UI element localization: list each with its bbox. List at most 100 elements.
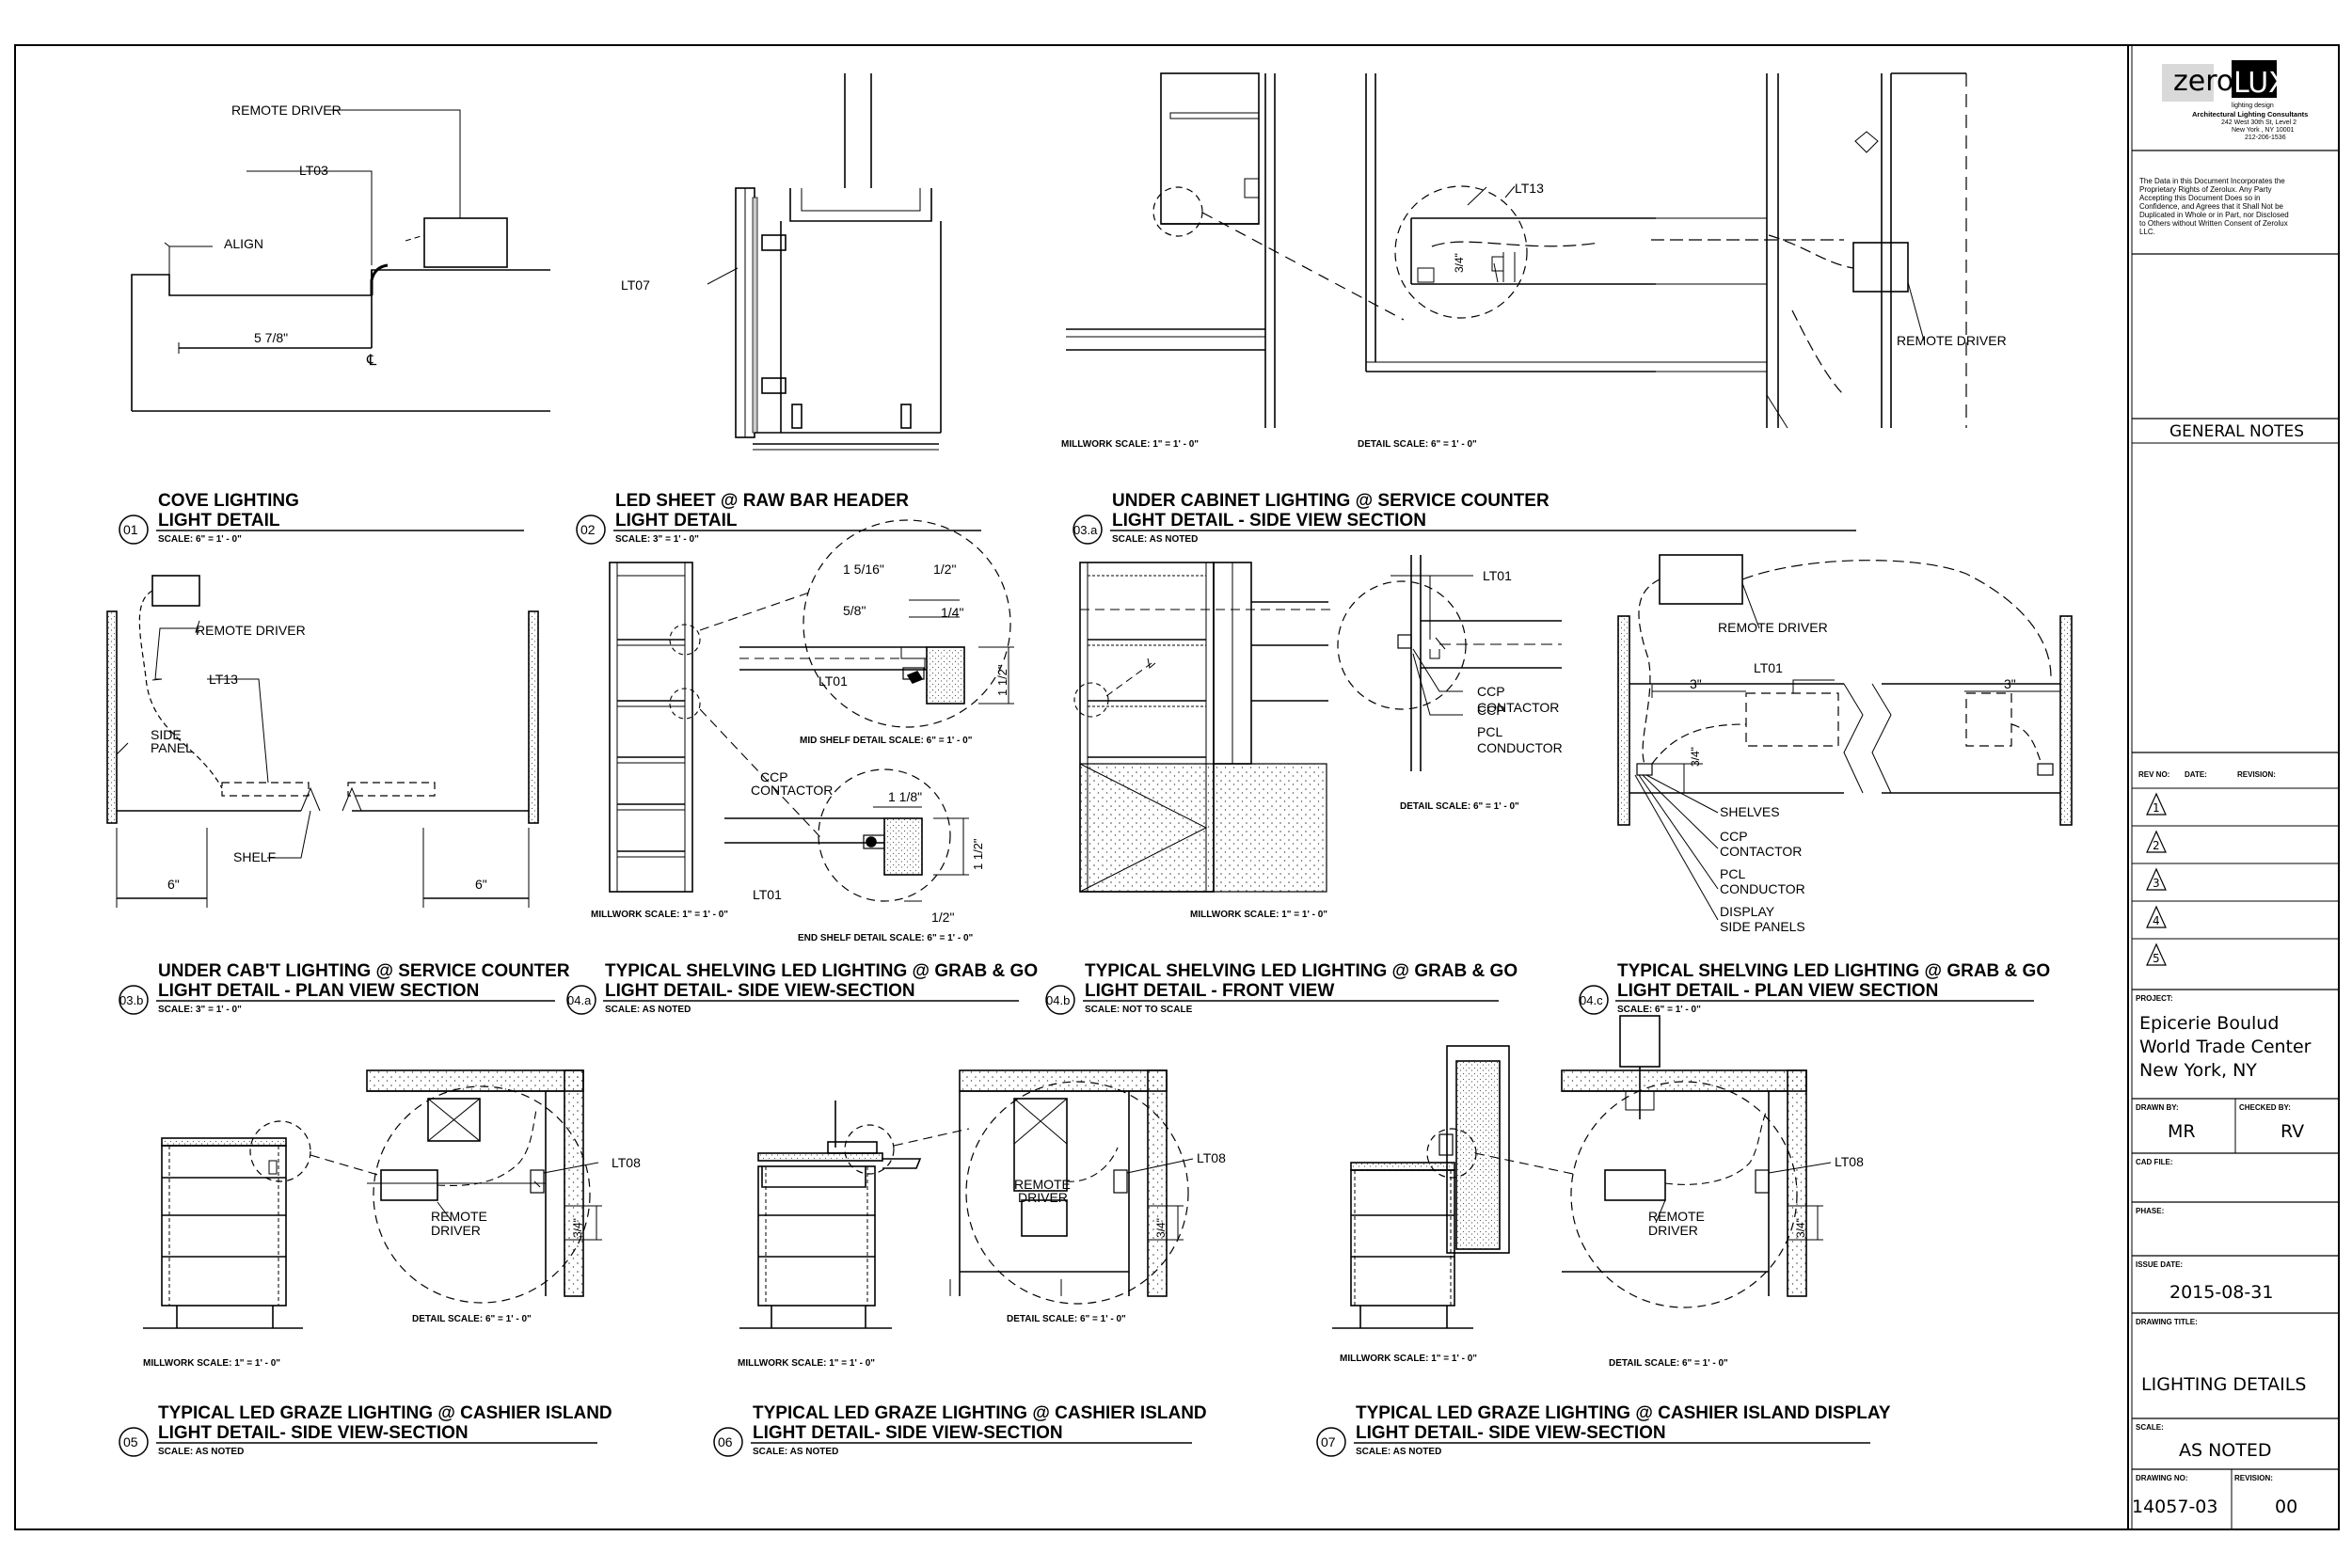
- detail-title-line1: TYPICAL LED GRAZE LIGHTING @ CASHIER ISL…: [158, 1403, 612, 1423]
- rev-mark: 2: [2153, 839, 2160, 852]
- detail-scale-note: DETAIL SCALE: 6" = 1' - 0": [412, 1314, 532, 1324]
- detail-title-line2: LIGHT DETAIL: [615, 511, 738, 531]
- detail-title-line2: LIGHT DETAIL - PLAN VIEW SECTION: [158, 981, 479, 1001]
- detail-title-line2: LIGHT DETAIL- SIDE VIEW-SECTION: [1356, 1423, 1666, 1443]
- detail-scale: SCALE: AS NOTED: [1112, 534, 1198, 545]
- detail-title-05: 05 TYPICAL LED GRAZE LIGHTING @ CASHIER …: [119, 1403, 612, 1457]
- dim-3-4: 3/4": [571, 1218, 584, 1238]
- note-remote: REMOTE: [1648, 1209, 1705, 1224]
- detail-title-line2: LIGHT DETAIL - SIDE VIEW SECTION: [1112, 511, 1426, 531]
- dim-3-4: 3/4": [1154, 1218, 1168, 1238]
- note-driver: DRIVER: [431, 1223, 481, 1238]
- note-pcl: PCL: [1477, 724, 1502, 739]
- note-shelf: SHELF: [233, 849, 276, 864]
- detail-number: 03.b: [119, 993, 143, 1007]
- project-line-1: Epicerie Boulud: [2139, 1013, 2279, 1034]
- detail-02-drawing: [707, 73, 942, 451]
- revision-row: 2: [2132, 830, 2339, 864]
- revision-row: 3: [2132, 867, 2339, 902]
- rev-revision-header: REVISION:: [2237, 770, 2276, 779]
- note-conductor: CONDUCTOR: [1477, 740, 1563, 755]
- dim-5-8: 5/8": [843, 603, 866, 618]
- drawing-title-label: DRAWING TITLE:: [2136, 1318, 2198, 1326]
- firm-line-3: New York , NY 10001: [2232, 127, 2295, 134]
- dim-1-2-bottom: 1/2": [931, 910, 954, 925]
- logo-lux: LUX: [2233, 67, 2288, 100]
- detail-title-line1: TYPICAL SHELVING LED LIGHTING @ GRAB & G…: [605, 961, 1038, 981]
- note-contactor: CONTACTOR: [1477, 700, 1559, 715]
- note-remote: REMOTE: [431, 1209, 487, 1224]
- note-lt13: LT13: [209, 672, 238, 687]
- disclaimer: The Data in this Document Incorporates t…: [2139, 177, 2289, 236]
- note-driver: DRIVER: [1018, 1190, 1068, 1205]
- detail-title-04a: 04.a TYPICAL SHELVING LED LIGHTING @ GRA…: [566, 961, 1038, 1015]
- detail-scale: SCALE: AS NOTED: [753, 1447, 838, 1457]
- detail-number: 04.b: [1046, 993, 1070, 1007]
- general-notes-heading: GENERAL NOTES: [2169, 422, 2304, 441]
- checked-by-label: CHECKED BY:: [2239, 1103, 2291, 1112]
- scale-label: SCALE:: [2136, 1423, 2164, 1432]
- note-lt03: LT03: [299, 163, 328, 178]
- detail-title-line1: UNDER CAB'T LIGHTING @ SERVICE COUNTER: [158, 961, 570, 981]
- detail-07-labels: LT08 REMOTE DRIVER 3/4" DETAIL SCALE: 6"…: [1340, 1154, 1864, 1369]
- dim-6-right: 6": [475, 877, 487, 892]
- detail-title-02: 02 LED SHEET @ RAW BAR HEADER LIGHT DETA…: [576, 491, 981, 545]
- detail-05-drawing: [143, 1069, 602, 1329]
- note-lt08: LT08: [612, 1155, 641, 1170]
- detail-01-drawing: [131, 109, 550, 412]
- detail-04a-labels: 1 5/16" 1/2" 5/8" 1/4" 1 1/2" LT01 MID S…: [591, 562, 1009, 943]
- detail-title-04b: 04.b TYPICAL SHELVING LED LIGHTING @ GRA…: [1045, 961, 1518, 1015]
- disclaimer-line: Accepting this Document Does so in: [2139, 194, 2261, 202]
- detail-number: 06: [718, 1434, 733, 1449]
- revision-row: 1: [2132, 792, 2339, 827]
- detail-03b-labels: REMOTE DRIVER LT13 SIDE PANEL SHELF 6" 6…: [151, 623, 487, 892]
- dim-3-4: 3/4": [1453, 253, 1466, 273]
- rev-no-header: REV NO:: [2138, 770, 2169, 779]
- note-lt08: LT08: [1835, 1154, 1864, 1169]
- dim-3-4: 3/4": [1689, 747, 1702, 767]
- note-ccp: CCP: [760, 769, 788, 784]
- detail-04c-drawing: [1617, 554, 2073, 921]
- revision-row: 5: [2146, 942, 2167, 966]
- disclaimer-line: to Others without Written Consent of Zer…: [2139, 219, 2288, 228]
- drawn-by-label: DRAWN BY:: [2136, 1103, 2179, 1112]
- drawing-title-value: LIGHTING DETAILS: [2141, 1374, 2306, 1395]
- note-contactor: CONTACTOR: [751, 783, 833, 798]
- detail-scale-note: DETAIL SCALE: 6" = 1' - 0": [1007, 1314, 1126, 1324]
- detail-title-line1: TYPICAL SHELVING LED LIGHTING @ GRAB & G…: [1085, 961, 1518, 981]
- detail-title-line1: TYPICAL LED GRAZE LIGHTING @ CASHIER ISL…: [1356, 1403, 1891, 1423]
- detail-04c-labels: REMOTE DRIVER LT01 3" 3" 3/4" SHELVES CC…: [1689, 620, 2016, 934]
- rev-mark: 5: [2153, 952, 2160, 965]
- disclaimer-line: Confidence, and Agrees that it Shall Not…: [2139, 202, 2284, 211]
- note-ccp: CCP: [1477, 703, 1505, 718]
- detail-scale: SCALE: NOT TO SCALE: [1085, 1005, 1193, 1015]
- centerline-mark: ℄: [366, 353, 377, 369]
- detail-title-line1: TYPICAL SHELVING LED LIGHTING @ GRAB & G…: [1617, 961, 2050, 981]
- note-remote-driver: REMOTE DRIVER: [196, 623, 306, 638]
- revision-value: 00: [2275, 1497, 2297, 1517]
- rev-mark: 3: [2153, 877, 2160, 890]
- detail-04b-labels: LT01 CCP CCP CONTACTOR PCL CONDUCTOR DET…: [1190, 568, 1563, 920]
- detail-title-line1: UNDER CABINET LIGHTING @ SERVICE COUNTER: [1112, 491, 1549, 511]
- phase-label: PHASE:: [2136, 1207, 2164, 1215]
- detail-scale: SCALE: 3" = 1' - 0": [615, 534, 699, 545]
- note-pcl: PCL: [1720, 866, 1745, 881]
- detail-scale-note: DETAIL SCALE: 6" = 1' - 0": [1358, 439, 1477, 450]
- detail-scale: SCALE: AS NOTED: [605, 1005, 691, 1015]
- drawing-no-label: DRAWING NO:: [2136, 1474, 2188, 1482]
- detail-06-drawing: [739, 1069, 1194, 1329]
- millwork-scale-note: MILLWORK SCALE: 1" = 1' - 0": [1190, 910, 1327, 920]
- detail-04b-drawing: [1073, 555, 1562, 893]
- note-remote: REMOTE: [1014, 1177, 1071, 1192]
- detail-title-03b: 03.b UNDER CAB'T LIGHTING @ SERVICE COUN…: [119, 961, 570, 1015]
- detail-scale-note: DETAIL SCALE: 6" = 1' - 0": [1400, 801, 1519, 812]
- dim-6-left: 6": [167, 877, 180, 892]
- project-label: PROJECT:: [2136, 994, 2173, 1003]
- detail-number: 07: [1321, 1434, 1336, 1449]
- disclaimer-line: LLC.: [2139, 228, 2155, 236]
- drawn-by-value: MR: [2168, 1121, 2196, 1142]
- detail-title-line1: LED SHEET @ RAW BAR HEADER: [615, 491, 909, 511]
- detail-04a-drawing: [609, 519, 1014, 902]
- note-side: SIDE: [151, 727, 182, 742]
- detail-title-line2: LIGHT DETAIL - FRONT VIEW: [1085, 981, 1334, 1001]
